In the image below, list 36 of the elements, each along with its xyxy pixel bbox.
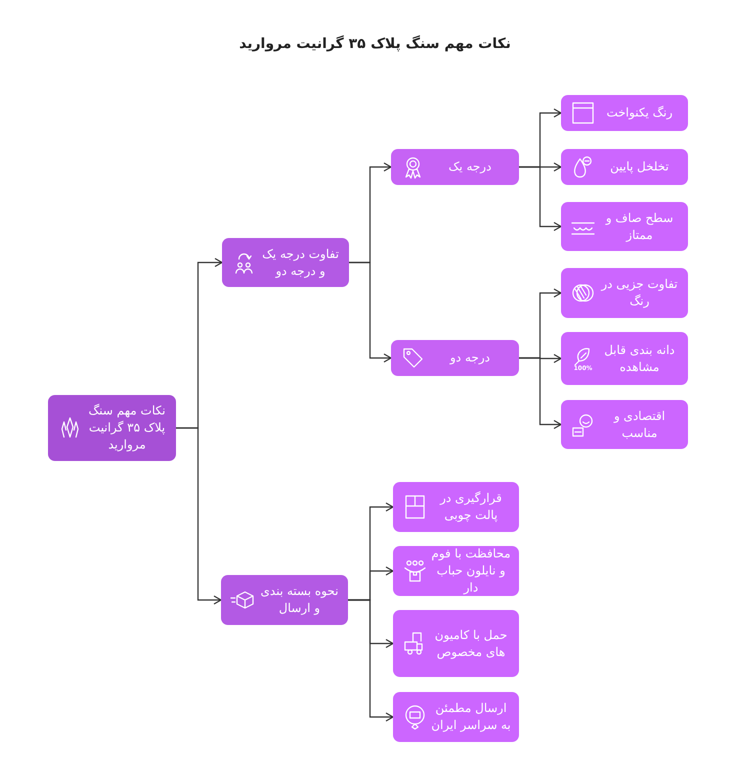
topic-box [561,268,688,318]
node-text: محافظت با فوم و نایلون حباب دار [431,546,511,596]
node-text: درجه یک [448,158,492,176]
node-text: نحوه بسته بندی و ارسال [260,583,340,617]
title: نکات مهم سنگ پلاک ۳۵ گرانیت مروارید [238,36,512,52]
topic-box [391,340,519,376]
arrow [519,357,562,430]
topic-box [561,202,688,251]
node-text: قرارگیری در پالت چوبی [438,490,503,524]
node-text: دانه بندی قابل مشاهده [603,342,676,376]
node-text: درجه دو [448,350,491,366]
node-text: تخلخل پایین [609,158,670,176]
node-text: تفاوت جزیی در رنگ [600,276,679,310]
root-box [48,395,176,461]
arrow [349,262,392,363]
topic-box [393,482,519,532]
topic-box [393,692,519,742]
topic-box [222,238,349,287]
topic-box [391,149,519,185]
node-text: رنگ یکنواخت [605,104,674,122]
node-text: حمل با کامیون های مخصوص [434,626,508,660]
arrow [519,166,562,232]
topic-box [561,400,688,449]
topic-box [393,546,519,596]
topic-box [561,332,688,385]
node-text: سطح صاف و ممتاز [604,210,674,244]
node-text: نکات مهم سنگ پلاک ۳۵ گرانیت مروارید [88,402,166,454]
topic-box [393,610,519,677]
topic-box [221,575,348,625]
node-text: اقتصادی و مناسب [612,408,666,442]
topic-box [561,149,688,185]
node-text: تفاوت درجه یک و درجه دو [261,246,340,280]
node-text: ارسال مطمئن به سراسر ایران [431,700,511,734]
arrow [348,599,394,722]
arrow [176,427,222,605]
topic-box [561,95,688,131]
